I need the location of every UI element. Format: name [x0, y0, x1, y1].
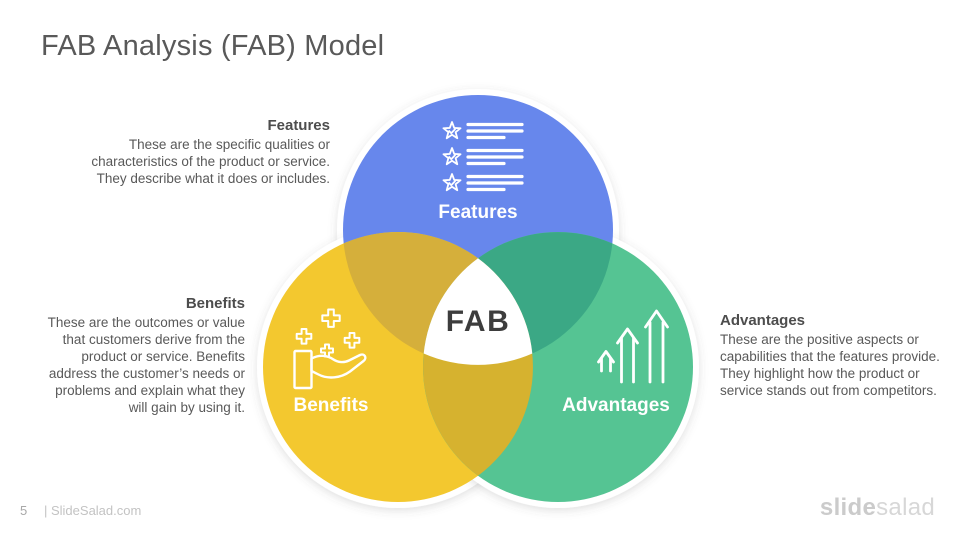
advantages-annotation-body: These are the positive aspects or capabi…	[720, 332, 940, 398]
benefits-annotation: Benefits These are the outcomes or value…	[33, 295, 245, 416]
fab-center-label: FAB	[446, 305, 511, 338]
hand-plus-icon	[293, 308, 367, 390]
features-annotation-body: These are the specific qualities or char…	[91, 137, 330, 186]
features-annotation: Features These are the specific qualitie…	[68, 117, 330, 187]
logo-text-bold: slide	[819, 494, 877, 521]
slidesalad-logo: slidesalad	[820, 494, 935, 522]
benefits-annotation-body: These are the outcomes or value that cus…	[47, 315, 245, 415]
advantages-annotation-heading: Advantages	[720, 312, 806, 329]
advantages-circle-label: Advantages	[562, 395, 670, 416]
advantages-annotation: Advantages These are the positive aspect…	[720, 312, 942, 399]
growth-arrows-icon	[597, 309, 669, 384]
benefits-annotation-heading: Benefits	[185, 295, 245, 312]
center-overlap-shape	[423, 258, 533, 365]
page-title: FAB Analysis (FAB) Model	[41, 30, 385, 62]
benefits-circle-label: Benefits	[294, 395, 369, 416]
features-annotation-heading: Features	[267, 117, 330, 134]
logo-text-light: salad	[876, 494, 935, 521]
features-circle-label: Features	[438, 202, 517, 223]
page-number: 5	[20, 503, 28, 518]
footer-site-name: | SlideSalad.com	[44, 503, 142, 518]
